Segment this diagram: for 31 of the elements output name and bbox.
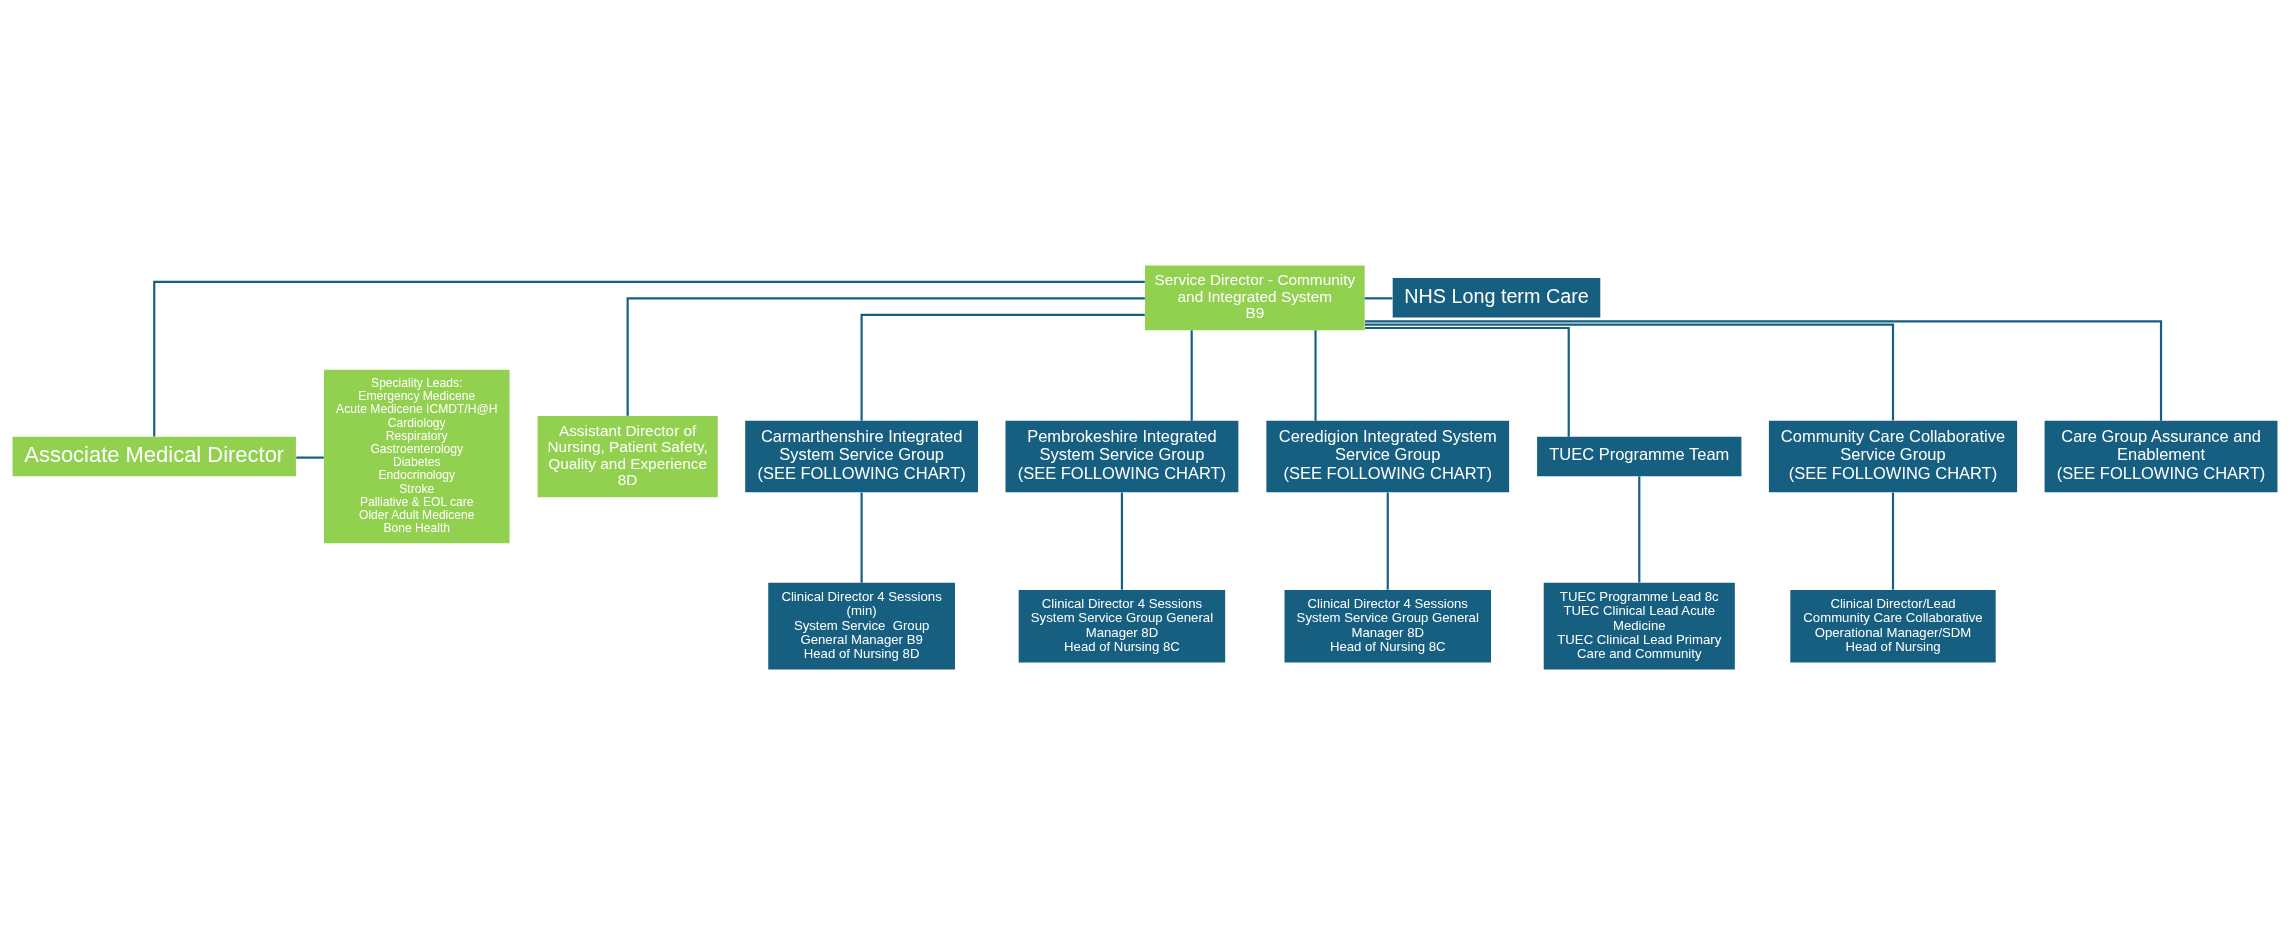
connector: [626, 297, 1145, 416]
node-box: NHS Long term Care: [1392, 278, 1601, 318]
connector: [1364, 323, 1895, 421]
node-box: Assistant Director of Nursing, Patient Safety, Quality and Experience 8D: [537, 415, 718, 498]
connector: [1190, 330, 1193, 421]
node-box: Clinical Director 4 Sessions (min) System Service Group General Manager B9 Head of Nursing 8D: [768, 582, 955, 670]
node-box: Clinical Director 4 Sessions System Service Group General Manager 8D Head of Nursing 8C: [1018, 589, 1226, 663]
connector: [1638, 476, 1641, 583]
node-box: TUEC Programme Team: [1537, 436, 1742, 477]
connector: [1120, 492, 1124, 590]
node-box: TUEC Programme Lead 8c TUEC Clinical Lead Acute Medicine TUEC Clinical Lead Primary Care and Community: [1543, 582, 1735, 670]
node-box: Associate Medical Director: [12, 436, 296, 477]
node-box: Ceredigion Integrated System Service Group (SEE FOLLOWING CHART): [1266, 420, 1510, 493]
node-box: Community Care Collaborative Service Group (SEE FOLLOWING CHART): [1768, 420, 2018, 493]
connector: [1365, 320, 2163, 421]
connector: [1365, 326, 1570, 437]
node-box: Pembrokeshire Integrated System Service Group (SEE FOLLOWING CHART): [1005, 420, 1239, 493]
connector: [153, 280, 1145, 437]
node-box: Carmarthenshire Integrated System Service Group (SEE FOLLOWING CHART): [745, 420, 979, 493]
connector: [296, 456, 324, 459]
connector: [1386, 492, 1389, 590]
node-box: Service Director - Community and Integrated System B9: [1145, 265, 1365, 331]
connector: [860, 492, 863, 583]
connector: [1364, 297, 1393, 300]
node-box: Clinical Director/Lead Community Care Collaborative Operational Manager/SDM Head of Nursing: [1790, 589, 1996, 663]
connector: [1891, 492, 1895, 590]
connector: [1314, 330, 1317, 421]
node-box: Care Group Assurance and Enablement (SEE FOLLOWING CHART): [2044, 420, 2278, 493]
node-box: Speciality Leads: Emergency Medicene Acute Medicene ICMDT/H@H Cardiology Respiratory Gastroenterology Diabetes Endocrinology Stroke Palliative & EOL care Older Adult Medicene Bone Health: [323, 369, 510, 544]
node-box: Clinical Director 4 Sessions System Service Group General Manager 8D Head of Nursing 8C: [1284, 589, 1491, 663]
connector: [860, 313, 1145, 421]
